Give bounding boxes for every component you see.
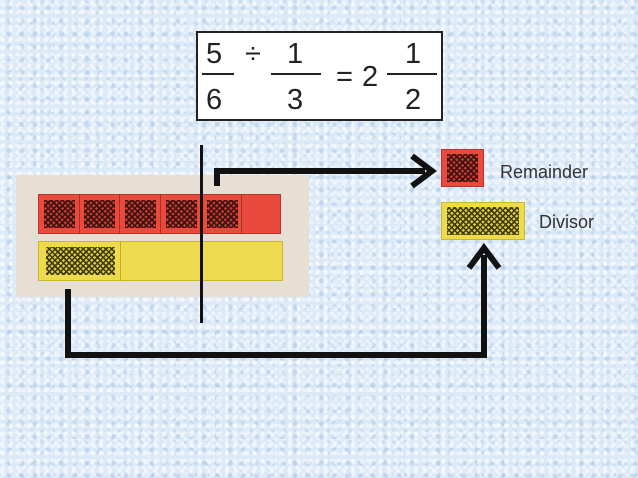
remainder-arrowhead — [410, 153, 437, 189]
fraction2-numerator: 1 — [287, 38, 304, 70]
division-sign: ÷ — [245, 38, 261, 70]
result-denominator: 2 — [405, 84, 422, 116]
divisor-arrowhead — [466, 243, 502, 270]
whole-number: 2 — [362, 61, 379, 93]
fraction2-bar — [271, 73, 321, 75]
red-sixths-strip — [38, 194, 281, 234]
result-numerator: 1 — [405, 38, 422, 70]
cut-line — [200, 145, 203, 323]
remainder-arrow — [214, 168, 425, 186]
divisor-arrow — [65, 255, 487, 358]
yellow-third-divider — [120, 241, 121, 281]
red-cell-divider — [160, 194, 200, 234]
hatched-sixth — [207, 200, 238, 228]
red-cell-divider — [119, 194, 159, 234]
equation-box — [196, 31, 443, 121]
equals-sign: = — [336, 61, 353, 93]
red-cell-divider — [241, 194, 281, 234]
red-cell-divider — [79, 194, 119, 234]
result-bar — [387, 73, 437, 75]
hatched-sixth — [125, 200, 156, 228]
hatched-third — [46, 247, 115, 275]
fraction1-numerator: 5 — [206, 38, 223, 70]
hatched-sixth — [44, 200, 75, 228]
fraction1-denominator: 6 — [206, 84, 223, 116]
divisor-label: Divisor — [539, 212, 595, 232]
divisor-swatch-hatch — [447, 207, 519, 235]
hatched-sixth — [166, 200, 197, 228]
remainder-swatch-hatch — [447, 154, 478, 182]
fraction2-denominator: 3 — [287, 84, 304, 116]
hatched-sixth — [84, 200, 115, 228]
remainder-label: Remainder — [500, 162, 589, 182]
fraction1-bar — [202, 73, 234, 75]
